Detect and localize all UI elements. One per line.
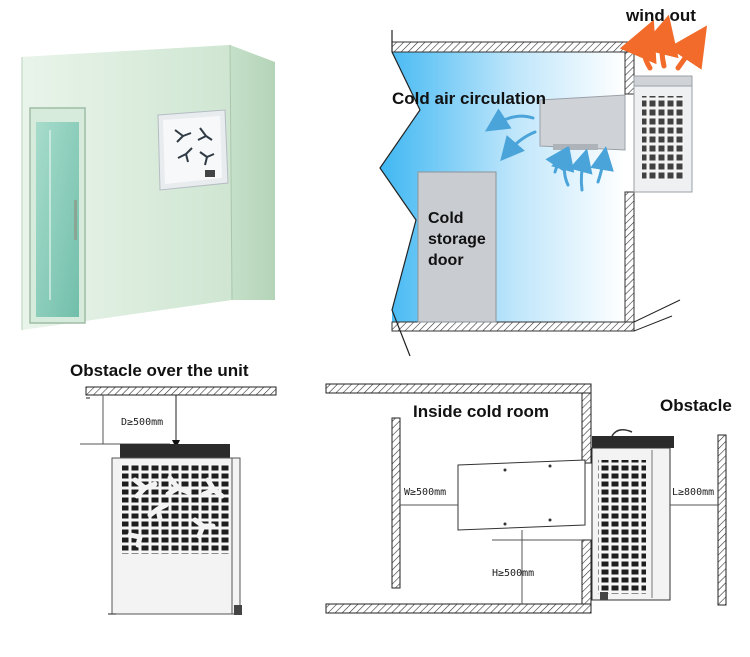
obstacle-over-unit-label: Obstacle over the unit xyxy=(70,361,249,380)
cold-storage-door xyxy=(417,171,497,323)
top-wall xyxy=(391,41,635,53)
inside-obstacle-wall xyxy=(391,417,401,589)
break-line-left xyxy=(379,30,421,357)
wind-out-arrows xyxy=(619,14,708,71)
plan-condenser-grille xyxy=(598,460,646,594)
right-wall-lower xyxy=(624,191,635,323)
room-side xyxy=(230,45,275,300)
plan-condenser-top xyxy=(592,436,674,448)
unit-fan-pattern xyxy=(174,127,215,166)
d-clearance-label: D≥500mm xyxy=(121,417,164,428)
right-obstacle-wall xyxy=(717,434,727,606)
plan-evaporator xyxy=(457,459,586,531)
plan-right-wall-lower xyxy=(581,539,592,605)
glass-door xyxy=(36,122,79,317)
unit-fan-blades xyxy=(127,475,225,548)
wind-out-label: wind out xyxy=(626,6,696,25)
inside-cold-room-label: Inside cold room xyxy=(413,402,550,421)
evaporator-unit xyxy=(539,94,626,151)
plan-bottom-wall xyxy=(325,603,592,614)
unit-top-bar xyxy=(120,444,230,458)
cold-air-arrows xyxy=(484,108,614,192)
cold-storage-door-label-line2: storage xyxy=(428,231,486,248)
h-clearance-label: H≥500mm xyxy=(492,568,535,579)
l-clearance-label: L≥800mm xyxy=(672,487,715,498)
obstacle-label: Obstacle xyxy=(660,396,732,415)
bottom-wall xyxy=(391,321,635,332)
right-wall-upper xyxy=(624,51,635,95)
cold-storage-door-label-line3: door xyxy=(428,252,464,269)
cold-storage-door-label-line1: Cold xyxy=(428,210,464,227)
door-handle xyxy=(74,200,77,240)
cold-air-circulation-label: Cold air circulation xyxy=(392,89,546,108)
overhead-obstacle xyxy=(85,386,277,396)
w-clearance-label: W≥500mm xyxy=(404,487,447,498)
plan-top-wall xyxy=(325,383,592,394)
plan-right-wall-upper xyxy=(581,392,592,464)
